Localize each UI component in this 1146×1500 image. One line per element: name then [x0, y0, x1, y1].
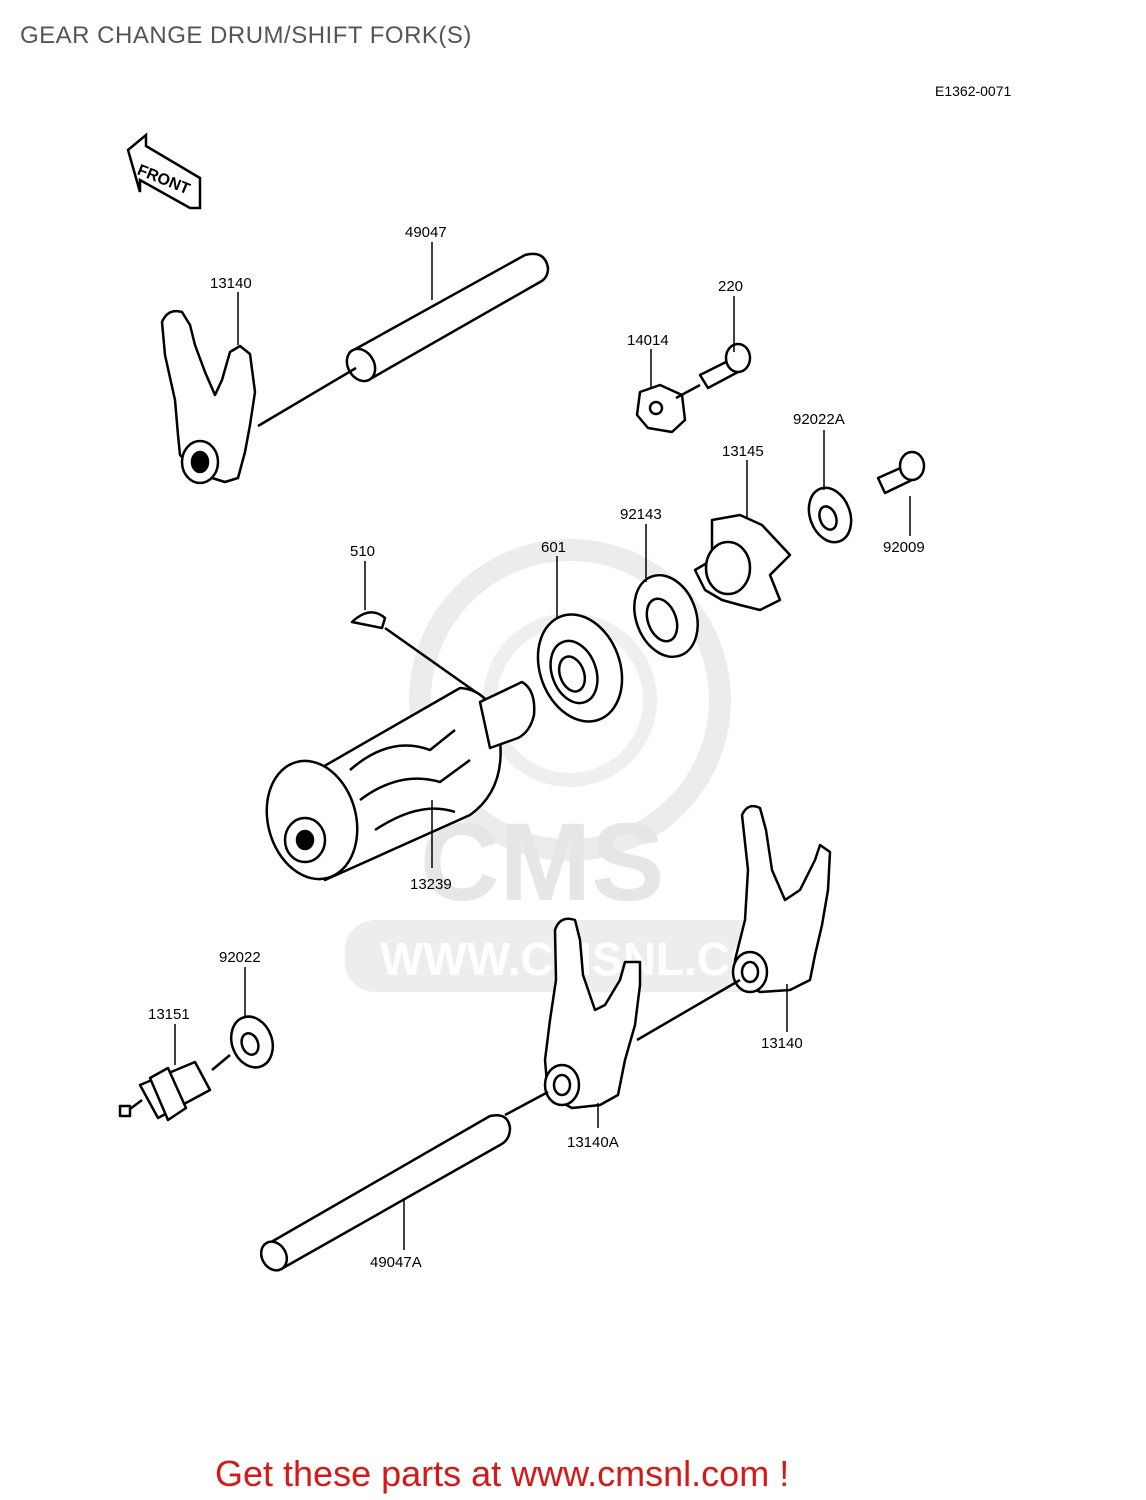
shift-fork-13140-top — [160, 309, 257, 485]
shaft-49047 — [257, 252, 550, 428]
watermark-logo: CMS — [420, 801, 664, 924]
part-label-92022A: 92022A — [793, 411, 845, 428]
part-label-92143: 92143 — [620, 506, 662, 523]
screw-220 — [698, 342, 752, 390]
shift-fork-13140-right — [636, 804, 832, 1042]
pin-plate-13145 — [693, 513, 792, 612]
part-label-13140-top: 13140 — [210, 275, 252, 292]
key-510 — [350, 611, 488, 702]
screw-92009 — [876, 450, 926, 495]
bearing-601 — [536, 613, 624, 723]
page-title: GEAR CHANGE DRUM/SHIFT FORK(S) — [20, 22, 472, 49]
part-label-13239: 13239 — [410, 876, 452, 893]
part-label-13151: 13151 — [148, 1006, 190, 1023]
washer-92022 — [229, 1015, 275, 1069]
shift-fork-13140A — [543, 917, 642, 1110]
part-label-13140A: 13140A — [567, 1134, 619, 1151]
watermark: CMS WWW.CMSNL.COM — [345, 539, 804, 992]
exploded-parts-diagram: CMS WWW.CMSNL.COM FRONT — [118, 132, 926, 1272]
part-labels: 49047 13140 220 14014 92022A 13145 92143… — [148, 224, 925, 1271]
part-label-13145: 13145 — [722, 443, 764, 460]
neutral-switch-13151 — [118, 1054, 231, 1122]
plate-14014 — [635, 383, 701, 434]
part-label-92009: 92009 — [883, 539, 925, 556]
promo-link[interactable]: Get these parts at www.cmsnl.com ! — [215, 1453, 790, 1494]
part-label-13140-right: 13140 — [761, 1035, 803, 1052]
leader-lines — [174, 242, 911, 1250]
shaft-49047A — [259, 1090, 549, 1272]
part-label-92022: 92022 — [219, 949, 261, 966]
part-label-49047A: 49047A — [370, 1254, 422, 1271]
part-label-49047: 49047 — [405, 224, 447, 241]
washer-92022A — [807, 486, 853, 544]
part-label-220: 220 — [718, 278, 743, 295]
part-label-510: 510 — [350, 543, 375, 560]
diagram-code: E1362-0071 — [935, 83, 1012, 99]
shift-drum-13239 — [265, 680, 536, 882]
part-label-601: 601 — [541, 539, 566, 556]
part-label-14014: 14014 — [627, 332, 669, 349]
front-arrow-icon: FRONT — [126, 132, 202, 210]
ring-92143 — [633, 573, 699, 659]
